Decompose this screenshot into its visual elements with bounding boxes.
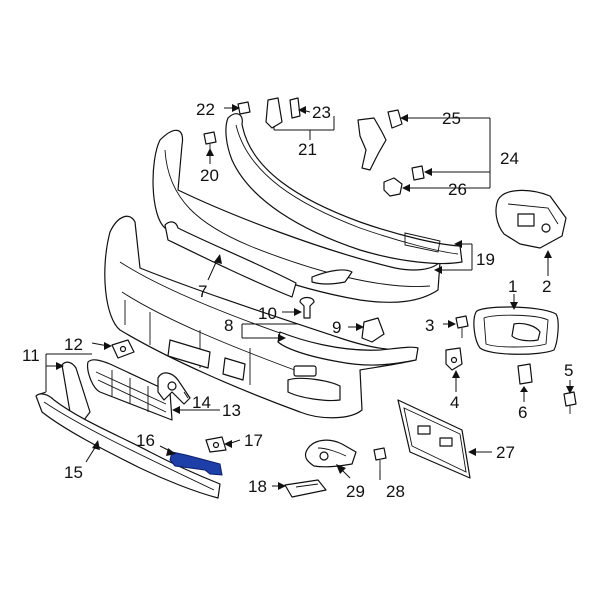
callout-15: 15 — [64, 463, 83, 482]
fog-lamp-assembly — [473, 306, 559, 355]
callout-6: 6 — [518, 403, 527, 422]
callout-11: 11 — [22, 346, 40, 365]
bolt-3 — [455, 315, 469, 338]
callout-3: 3 — [425, 316, 434, 335]
bolt-28 — [373, 447, 387, 470]
callout-16: 16 — [136, 431, 155, 450]
fog-lamp-bracket — [495, 189, 567, 249]
callout-22: 22 — [196, 100, 215, 119]
callout-21: 21 — [298, 140, 317, 159]
push-pin-10 — [299, 296, 315, 319]
cap-6 — [517, 363, 533, 385]
nut-26 — [383, 177, 403, 197]
lower-grille — [87, 359, 173, 421]
grille-trim-strip — [225, 113, 463, 285]
bracket-4 — [445, 347, 463, 371]
mount-bracket-18 — [284, 479, 327, 498]
callout-13: 13 — [222, 401, 241, 420]
bracket-24 — [357, 109, 403, 171]
retainer-9 — [361, 317, 385, 343]
callout-29: 29 — [346, 482, 365, 501]
callout-18: 18 — [248, 477, 267, 496]
callout-23: 23 — [312, 103, 331, 122]
callout-28: 28 — [386, 482, 405, 501]
callout-25: 25 — [442, 109, 461, 128]
bolt-5 — [563, 391, 577, 414]
callout-19: 19 — [476, 250, 495, 269]
callout-20: 20 — [200, 166, 219, 185]
callout-12: 12 — [64, 335, 83, 354]
bolt-22 — [237, 101, 251, 115]
callout-24: 24 — [500, 149, 519, 168]
highlighted-reinforcement-16 — [169, 451, 223, 476]
callout-7: 7 — [198, 282, 207, 301]
callout-5: 5 — [564, 361, 573, 380]
side-trim-panel — [61, 361, 91, 421]
lower-bracket — [157, 372, 191, 405]
tow-hook — [304, 439, 357, 468]
callout-14: 14 — [192, 393, 211, 412]
callout-8: 8 — [224, 316, 233, 335]
license-plate-bracket — [397, 399, 471, 479]
callout-labels: 1 2 3 4 5 6 7 8 9 10 11 12 13 14 15 16 1… — [22, 100, 573, 501]
callout-17: 17 — [244, 431, 263, 450]
callout-4: 4 — [450, 393, 459, 412]
callout-27: 27 — [496, 443, 515, 462]
callout-26: 26 — [448, 180, 467, 199]
lower-air-deflector — [35, 393, 221, 499]
callout-10: 10 — [258, 304, 277, 323]
upper-grille-support — [164, 221, 297, 298]
bolt-24b — [411, 165, 425, 181]
retainer-clip-17 — [205, 436, 227, 453]
callout-1: 1 — [508, 277, 517, 296]
bumper-end-bracket — [277, 331, 419, 366]
retainer-clip-12 — [111, 339, 135, 359]
callout-9: 9 — [332, 318, 341, 337]
leader-lines — [39, 104, 574, 490]
bracket-21 — [265, 97, 301, 129]
callout-2: 2 — [542, 277, 551, 296]
